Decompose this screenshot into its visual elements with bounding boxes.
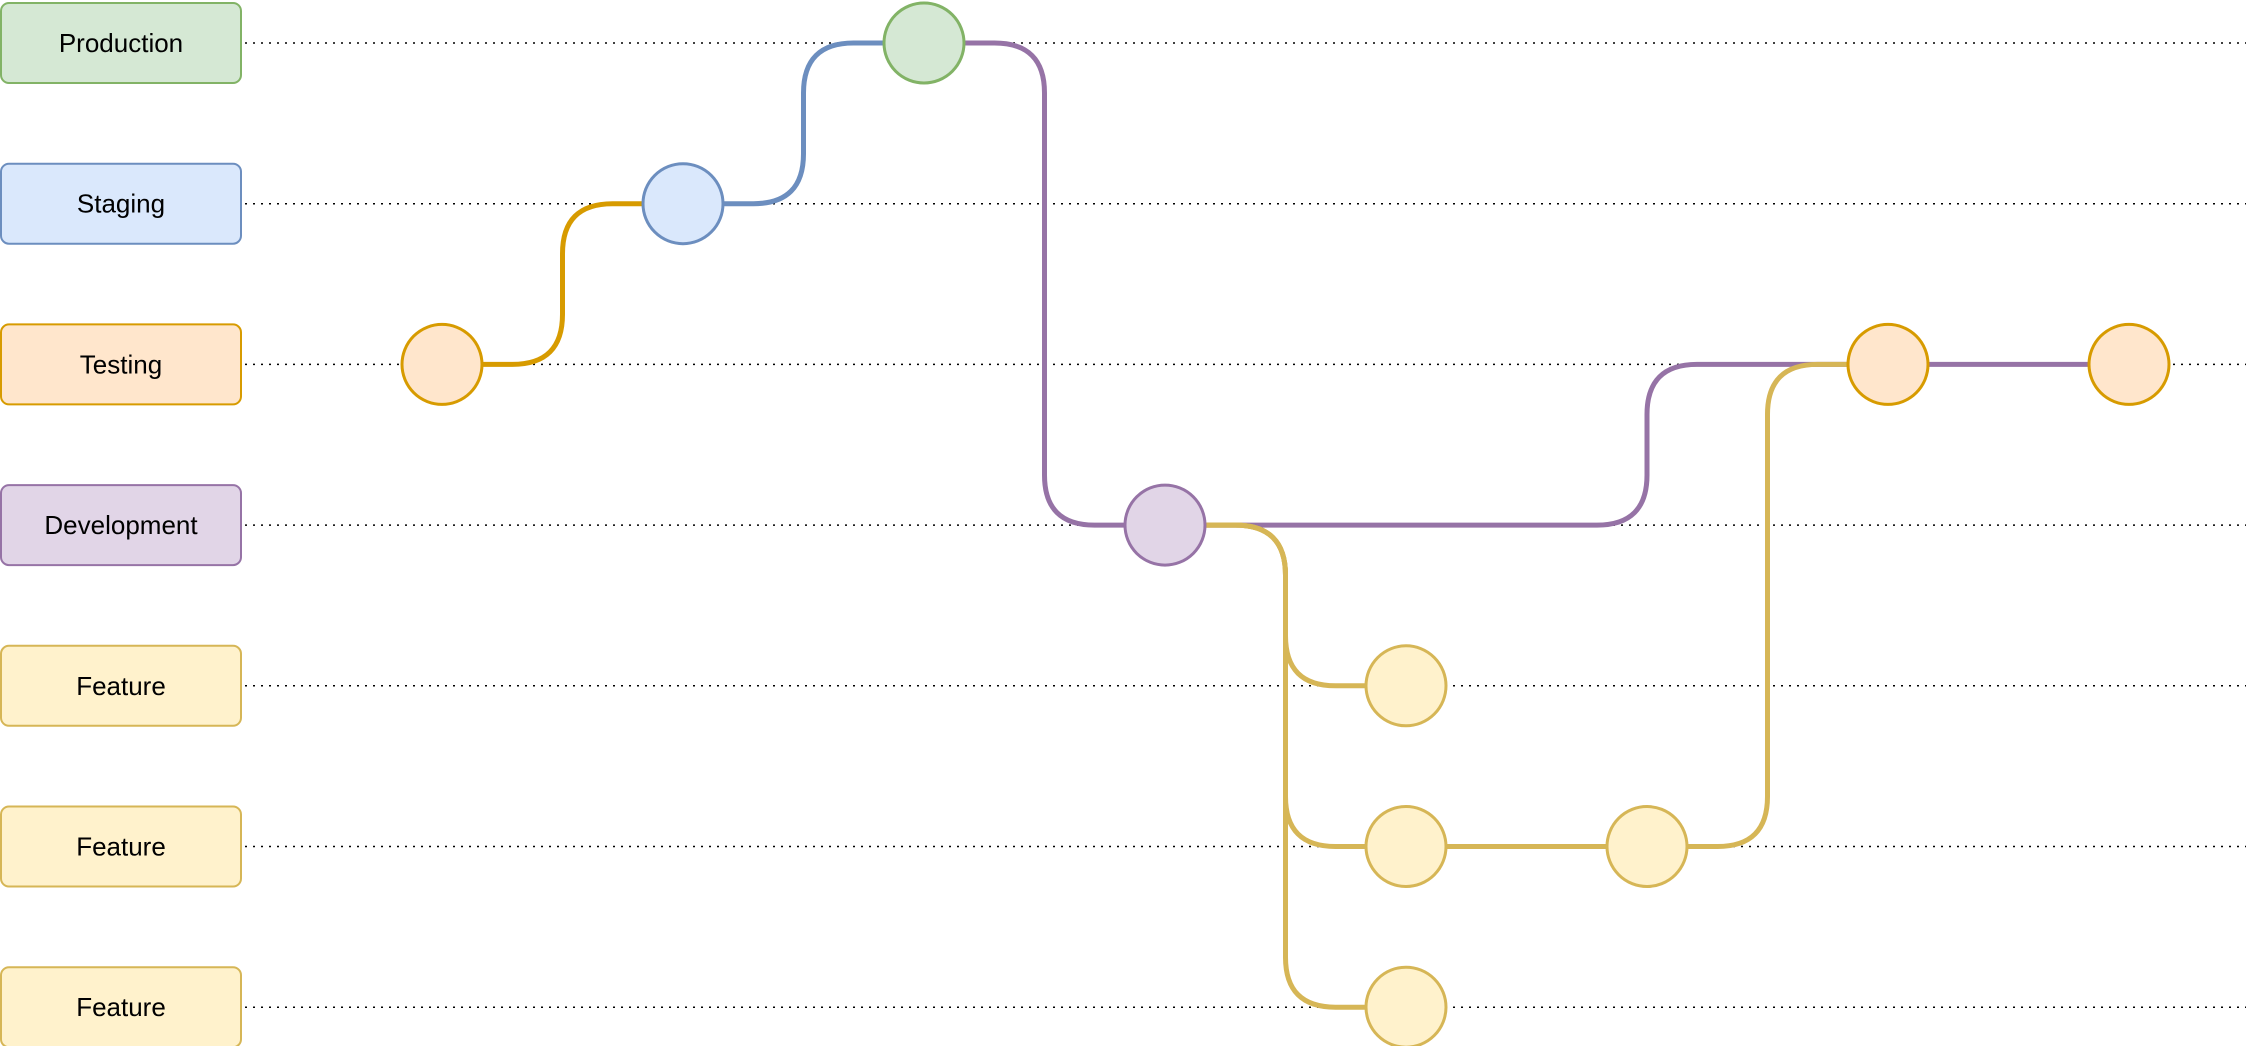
- lane-label-feature-1: Feature: [0, 644, 242, 727]
- lane-label-production: Production: [0, 2, 242, 84]
- lane-label-feature-2: Feature: [0, 805, 242, 888]
- commit-node-c4: [1123, 483, 1207, 567]
- connection-c4-c7: [1205, 522, 1366, 1010]
- lane-label-text: Feature: [76, 832, 166, 862]
- connection-c3-c4: [964, 40, 1125, 528]
- commit-node-c5: [1364, 644, 1448, 728]
- lane-label-text: Testing: [80, 349, 162, 379]
- lane-label-text: Production: [59, 28, 183, 58]
- connection-c2-c3: [723, 40, 884, 207]
- branch-connections: [482, 40, 2089, 1010]
- lane-label-text: Feature: [76, 992, 166, 1022]
- lane-label-box: [0, 966, 242, 1046]
- lane-label-staging: Staging: [0, 162, 242, 245]
- connection-c1-c2: [482, 201, 643, 367]
- commit-node-c8: [1605, 805, 1689, 888]
- lane-label-text: Staging: [77, 189, 165, 219]
- commit-node-c1: [400, 322, 484, 406]
- lane-label-box: [0, 805, 242, 888]
- lane-label-box: [0, 162, 242, 245]
- connection-c4-c10: [1205, 361, 2089, 528]
- lane-label-feature-3: Feature: [0, 966, 242, 1046]
- commit-node-c6: [1364, 805, 1448, 888]
- lane-label-text: Development: [44, 510, 198, 540]
- lane-label-box: [0, 484, 242, 567]
- lane-label-text: Feature: [76, 671, 166, 701]
- lane-label-box: [0, 323, 242, 406]
- commit-nodes: [400, 1, 2171, 1046]
- commit-node-c2: [641, 162, 725, 246]
- connection-c8-c9: [1687, 361, 1848, 849]
- commit-node-c10: [2087, 322, 2171, 406]
- commit-node-c9: [1846, 322, 1930, 406]
- lane-label-development: Development: [0, 484, 242, 567]
- lane-labels: ProductionStagingTestingDevelopmentFeatu…: [0, 2, 242, 1046]
- lane-label-box: [0, 2, 242, 84]
- lane-label-box: [0, 644, 242, 727]
- commit-node-c7: [1364, 965, 1448, 1046]
- lane-label-testing: Testing: [0, 323, 242, 406]
- commit-node-c3: [882, 1, 966, 85]
